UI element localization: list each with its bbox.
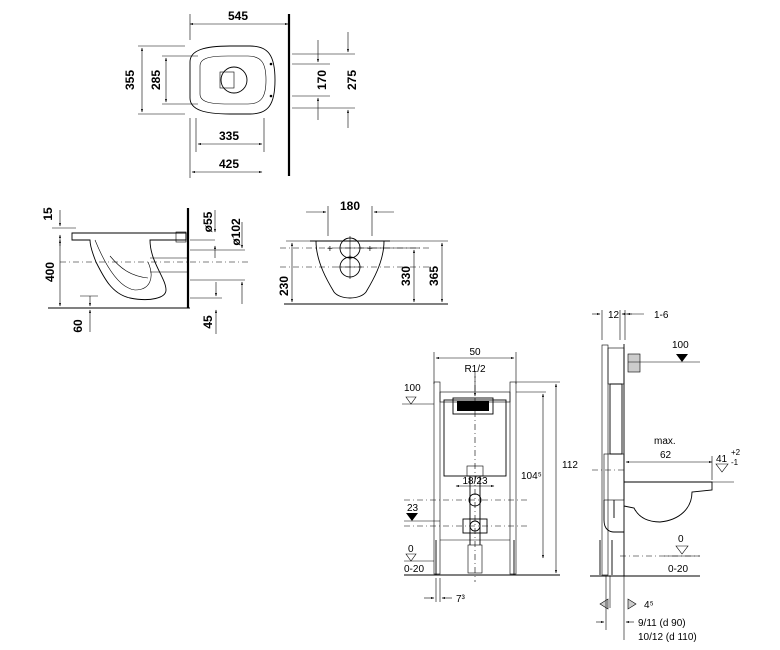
level-0-front: 0	[408, 544, 414, 555]
dim-o102: ø102	[229, 218, 243, 246]
dim-45: 45	[201, 315, 215, 329]
dim-335: 335	[219, 129, 239, 143]
dim-1823: 18/23	[462, 476, 487, 487]
dim-230: 230	[277, 276, 291, 296]
side-view: 15 400 60 ø55 ø102 45	[41, 207, 250, 334]
dim-545: 545	[228, 9, 248, 23]
dim-355: 355	[123, 70, 137, 90]
svg-text:+: +	[367, 244, 373, 255]
svg-text:+: +	[327, 244, 333, 255]
dim-62: 62	[660, 450, 672, 461]
level-020-side: 0-20	[668, 564, 688, 575]
dim-73: 7³	[456, 594, 466, 605]
level-020-front: 0-20	[404, 564, 424, 575]
front-view: + + 180 230 330 365	[277, 199, 448, 305]
dim-1045: 104⁵	[521, 471, 542, 482]
dim-365: 365	[427, 266, 441, 286]
dim-60: 60	[71, 319, 85, 333]
dim-o55: ø55	[201, 211, 215, 232]
level-0-side: 0	[678, 534, 684, 545]
dim-170: 170	[315, 70, 329, 90]
label-max: max.	[654, 436, 676, 447]
dim-330: 330	[399, 266, 413, 286]
dim-400: 400	[43, 262, 57, 282]
tol-minus: -1	[731, 458, 739, 467]
dim-1012: 10/12 (d 110)	[638, 632, 697, 643]
level-23-front: 23	[407, 503, 419, 514]
dim-275: 275	[345, 70, 359, 90]
frame-front-view: 50 R1/2 100 112 104⁵ 18/23 23 0 0-20 7³	[402, 347, 578, 605]
dim-16: 1-6	[654, 310, 669, 321]
tol-plus: +2	[731, 448, 741, 457]
level-100-side: 100	[672, 340, 689, 351]
dim-15: 15	[41, 207, 55, 221]
top-view: 545 355 285 170 275 335 425	[123, 9, 359, 178]
dim-112: 112	[562, 460, 578, 471]
frame-side-view: 12 1-6 100 max. 62 41 +2 -1 0 0-20 4⁵	[590, 310, 741, 643]
dim-180: 180	[340, 199, 360, 213]
dim-911: 9/11 (d 90)	[638, 618, 686, 629]
dim-45s: 4⁵	[644, 600, 654, 611]
level-100-front: 100	[404, 383, 421, 394]
dim-50: 50	[469, 347, 481, 358]
level-41: 41	[716, 454, 728, 465]
dim-12: 12	[608, 310, 620, 321]
dim-425: 425	[219, 157, 239, 171]
dim-285: 285	[149, 70, 163, 90]
dim-r12: R1/2	[464, 364, 486, 375]
